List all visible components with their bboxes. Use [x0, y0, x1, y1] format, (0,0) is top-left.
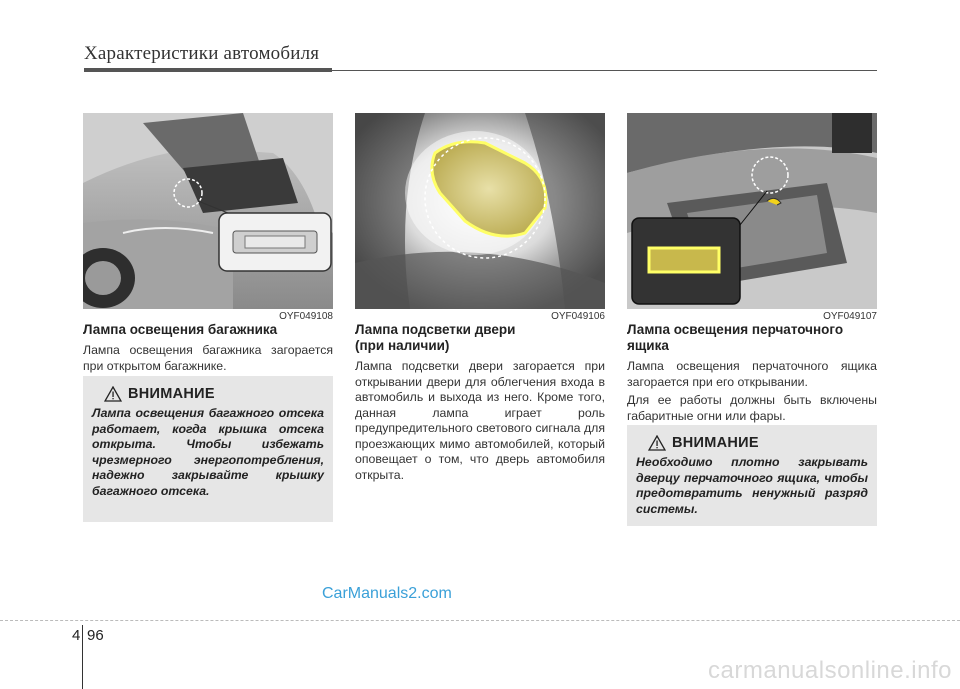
section-title-line1: Лампа подсветки двери	[355, 322, 516, 337]
footer-divider	[0, 620, 960, 621]
section-title: Лампа освещения багажника	[83, 322, 278, 337]
figure-trunk-lamp: OYF049108	[83, 113, 333, 322]
column-trunk-lamp: OYF049108 Лампа освещения багажника Ламп…	[83, 113, 333, 377]
caution-text: Необходимо плотно закрывать дверцу перча…	[636, 455, 868, 516]
section-title-line1: Лампа освещения перчаточного	[627, 322, 844, 337]
caution-box-trunk: ВНИМАНИЕ Лампа освещения багажного отсек…	[83, 376, 333, 522]
figure-glovebox-lamp: OYF049107	[627, 113, 877, 322]
body-text: Лампа освещения багажника загорается при…	[83, 343, 333, 373]
body-text: Для ее работы должны быть включены габар…	[627, 393, 877, 423]
caution-head: ВНИМАНИЕ	[104, 386, 324, 402]
section-title: Лампа освещения перчаточного ящика	[627, 322, 877, 354]
section-title: Лампа подсветки двери (при наличии)	[355, 322, 605, 354]
caution-title: ВНИМАНИЕ	[672, 435, 759, 451]
header-rule-thin	[332, 70, 877, 71]
figure-code: OYF049108	[279, 311, 333, 322]
body-text: Лампа подсветки двери загорается при отк…	[355, 359, 605, 482]
caution-box-glovebox: ВНИМАНИЕ Необходимо плотно закрывать две…	[627, 425, 877, 526]
figure-door-lamp: OYF049106	[355, 113, 605, 322]
section-number: 4	[72, 627, 81, 644]
header-rule	[84, 68, 332, 72]
figure-code: OYF049106	[551, 311, 605, 322]
column-door-lamp: OYF049106 Лампа подсветки двери (при нал…	[355, 113, 605, 486]
figure-code: OYF049107	[823, 311, 877, 322]
caution-text: Лампа освещения багажного отсека работае…	[92, 406, 324, 498]
column-glovebox-lamp: OYF049107 Лампа освещения перчаточного я…	[627, 113, 877, 427]
warning-triangle-icon	[648, 435, 666, 451]
warning-triangle-icon	[104, 386, 122, 402]
header-title: Характеристики автомобиля	[84, 43, 320, 64]
page-number: 96	[87, 627, 104, 644]
trunk-lamp-illustration	[83, 113, 333, 309]
body-text: Лампа освещения перчаточного ящика загор…	[627, 359, 877, 389]
caution-head: ВНИМАНИЕ	[648, 435, 868, 451]
section-title-line2: (при наличии)	[355, 338, 450, 353]
door-lamp-illustration	[355, 113, 605, 309]
section-title-line2: ящика	[627, 338, 669, 353]
footer-brand-watermark: carmanualsonline.info	[708, 657, 952, 684]
watermark-link[interactable]: CarManuals2.com	[322, 585, 452, 602]
page-number-separator	[82, 625, 83, 689]
caution-title: ВНИМАНИЕ	[128, 386, 215, 402]
glovebox-lamp-illustration	[627, 113, 877, 309]
